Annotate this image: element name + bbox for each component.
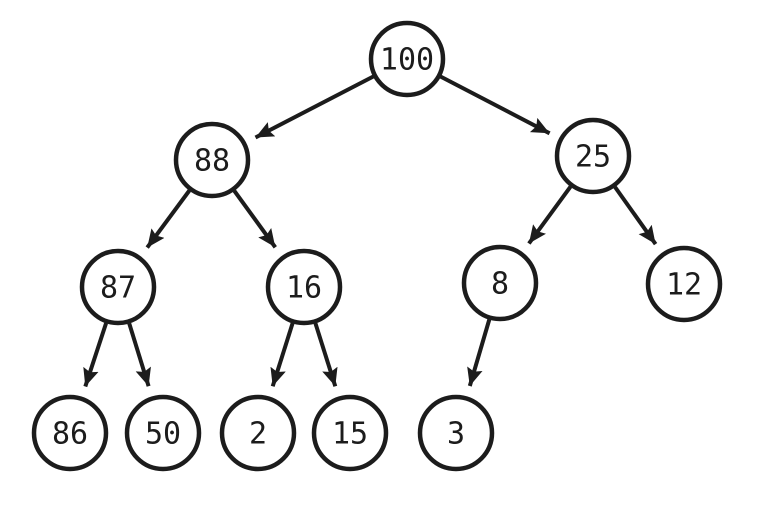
tree-node-label: 100 (380, 43, 434, 78)
tree-node-circle (173, 121, 251, 199)
tree-node-2: 2 (219, 394, 297, 472)
tree-node-circle (79, 248, 157, 326)
edge-arrow-16-15 (313, 322, 338, 387)
edge-arrow-88-87 (145, 189, 192, 249)
tree-node-circle (645, 245, 723, 323)
tree-node-87: 87 (79, 248, 157, 326)
edge-arrow-25-8 (527, 185, 573, 245)
tree-node-8: 8 (461, 244, 539, 322)
edge-arrow-16-2 (270, 322, 295, 387)
tree-node-circle (368, 20, 446, 98)
tree-node-15: 15 (311, 394, 389, 472)
tree-node-circle (219, 394, 297, 472)
edge-arrow-25-12 (613, 185, 658, 246)
tree-node-circle (265, 248, 343, 326)
tree-node-circle (417, 394, 495, 472)
tree-node-3: 3 (417, 394, 495, 472)
tree-node-label: 88 (194, 144, 230, 179)
tree-node-label: 8 (491, 267, 509, 302)
edge-arrow-88-16 (232, 189, 277, 249)
tree-node-label: 87 (100, 271, 136, 306)
tree-node-label: 2 (249, 417, 267, 452)
tree-node-12: 12 (645, 245, 723, 323)
edge-arrow-87-50 (127, 322, 151, 387)
tree-node-label: 16 (286, 271, 322, 306)
tree-node-label: 86 (52, 417, 88, 452)
tree-node-label: 12 (666, 268, 702, 303)
tree-node-50: 50 (124, 394, 202, 472)
tree-node-100: 100 (368, 20, 446, 98)
tree-node-16: 16 (265, 248, 343, 326)
tree-node-circle (31, 394, 109, 472)
tree-node-label: 25 (575, 140, 611, 175)
tree-node-circle (554, 117, 632, 195)
tree-node-circle (311, 394, 389, 472)
edge-arrow-87-86 (83, 322, 109, 388)
tree-node-circle (124, 394, 202, 472)
tree-node-label: 50 (145, 417, 181, 452)
edge-arrow-8-3 (467, 318, 492, 387)
tree-node-88: 88 (173, 121, 251, 199)
tree-node-circle (461, 244, 539, 322)
tree-node-label: 3 (447, 417, 465, 452)
edge-arrow-100-88 (254, 74, 375, 140)
edge-arrow-100-25 (439, 74, 551, 136)
tree-node-86: 86 (31, 394, 109, 472)
tree-node-25: 25 (554, 117, 632, 195)
tree-node-label: 15 (332, 417, 368, 452)
